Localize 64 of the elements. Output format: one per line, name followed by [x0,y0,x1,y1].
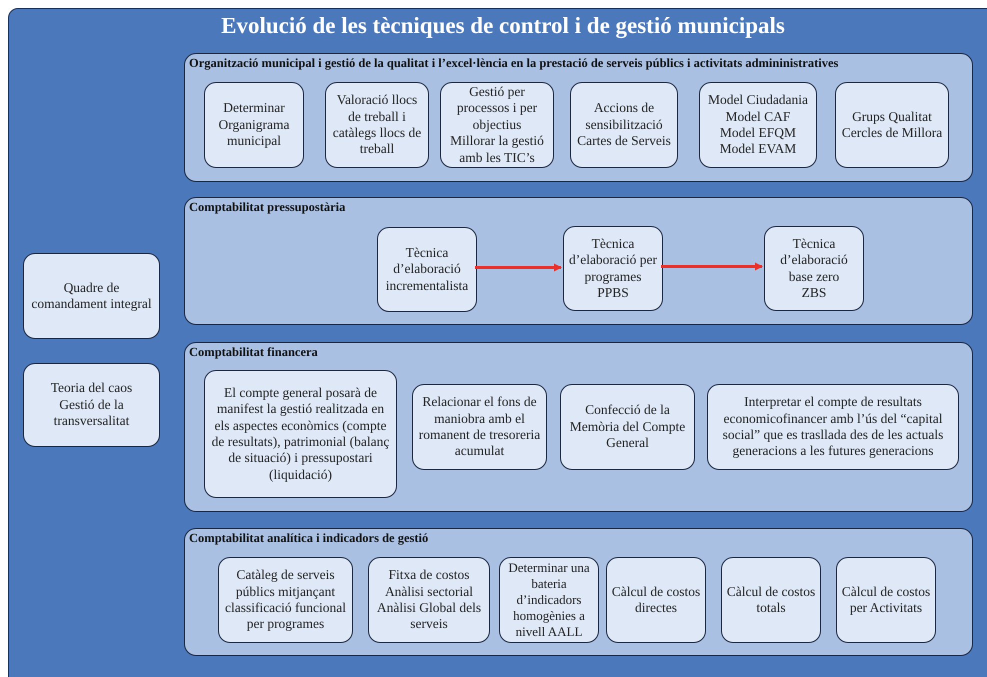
rounded-box [204,82,304,168]
rounded-box [699,82,817,168]
panel-heading: Organització municipal i gestió de la qualitat i l’excel·lència en la prestació de serveis públics i activitats admininistratives [189,56,838,71]
box-text: Gestió de la transversalitat [52,396,130,430]
box-text: Càlcul de costos totals [726,584,816,616]
group-panel [184,197,973,325]
box-text: ZBS [802,284,826,302]
rounded-box [764,226,864,311]
box-text: Model CAF [726,108,790,125]
rounded-box [412,384,547,470]
rounded-box [325,82,429,168]
rounded-box [218,557,353,643]
rounded-box [560,384,695,470]
box-text: Cercles de Millora [842,125,942,142]
box-text: Tècnica d’elaboració per programes [568,236,658,285]
rounded-box [377,227,477,312]
box-text: Determinar Organigrama municipal [218,100,290,150]
box-text: Determinar una bateria d’indicadors homogènies a nivell AALL [507,560,591,640]
panel-heading: Comptabilitat pressupostària [189,200,346,215]
box-text: Tècnica d’elaboració base zero [779,236,849,285]
rounded-box [23,363,160,447]
box-text: Càlcul de costos per Activitats [840,584,932,616]
box-text: Millorar la gestió amb les TIC’s [449,133,545,166]
rounded-box [835,82,949,168]
rounded-box [836,557,936,643]
group-panel [184,342,973,512]
rounded-box [563,226,663,311]
rounded-box [721,557,821,643]
rounded-box [204,370,397,498]
rounded-box [707,384,959,470]
box-text: Accions de sensibilització [584,100,664,134]
box-text: Relacionar el fons de maniobra amb el romanent de tresoreria acumulat [418,394,542,460]
box-text: Anàlisi Global dels serveis [376,600,482,633]
box-text: Anàlisi sectorial [384,584,474,600]
box-text: Grups Qualitat [852,108,932,125]
diagram-title: Evolució de les tècniques de control i de gestió municipals [220,12,786,40]
box-text: PPBS [597,284,629,302]
arrow [475,264,562,272]
box-text: Teoria del caos [50,380,132,397]
box-text: Model EVAM [720,141,796,158]
box-text: Model EFQM [720,125,796,142]
box-text: Interpretar el compte de resultats economicofinancer amb l’ús del “capital social” que es trasllada des de les actuals generacions a les futures generacions [722,394,944,460]
box-text: Càlcul de costos directes [610,584,702,616]
box-text: Tècnica d’elaboració incrementalista [384,244,470,294]
rounded-box [440,82,554,168]
box-text: Cartes de Serveis [577,133,671,150]
rounded-box [23,253,160,339]
rounded-box [606,557,706,643]
box-text: Model Ciudadania [708,92,808,109]
rounded-box [499,557,599,643]
group-panel [184,53,973,182]
box-text: Valoració llocs de treball i catàlegs llocs de treball [332,92,422,158]
box-text: Fitxa de costos [388,567,470,584]
box-text: El compte general posarà de manifest la gestió realitzada en els aspectes econòmics (compte de resultats), patrimonial (balanç de situació) i pressupostari (liquidació) [210,384,390,484]
panel-heading: Comptabilitat analítica i indicadors de gestió [189,531,428,546]
rounded-box [570,82,678,168]
group-panel [184,528,973,656]
box-text: Catàleg de serveis públics mitjançant classificació funcional per programes [224,567,348,633]
rounded-box [368,557,490,643]
box-text: Confecció de la Memòria del Compte General [568,402,686,452]
panel-heading: Comptabilitat financera [189,345,318,360]
arrow [661,262,763,270]
box-text: Quadre de comandament integral [30,280,153,312]
box-text: Gestió per processos i per objectius [456,84,538,134]
